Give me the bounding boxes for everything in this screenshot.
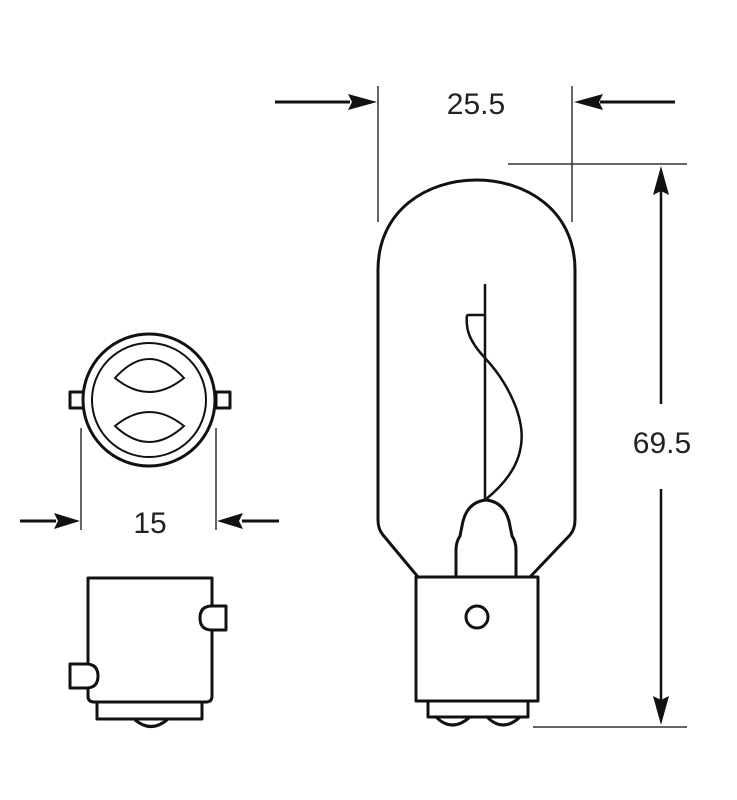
base-side-contact (132, 717, 170, 728)
end-view-outer-ring (81, 332, 217, 468)
arrowhead-base-right-pointing (54, 513, 80, 529)
arrowhead-left-pointing (574, 94, 603, 110)
base-side-bottom-ring (95, 700, 204, 721)
base-bottom-ring (426, 699, 530, 719)
end-view-inner-ring (91, 342, 207, 458)
arrowhead-down-pointing (653, 696, 669, 725)
dimension-overall-length: 69.5 (508, 163, 691, 728)
arrowhead-base-left-pointing (217, 513, 243, 529)
dimension-label-overall-length: 69.5 (633, 427, 691, 460)
base-side-pin-left (68, 662, 100, 690)
base-side-view (68, 576, 228, 728)
filament-coil (465, 313, 523, 502)
dimension-label-bulb-width: 25.5 (447, 88, 505, 121)
end-view-contact-upper (113, 358, 186, 393)
base-side-body (86, 576, 214, 704)
glass-stem (454, 498, 518, 579)
bayonet-pin (464, 604, 490, 630)
contact-right (485, 715, 522, 727)
dimension-label-base-width: 15 (133, 507, 166, 540)
bulb-side-view (376, 178, 577, 727)
end-view-contact-lower (113, 411, 186, 443)
base-end-view (68, 332, 232, 468)
arrowhead-right-pointing (348, 94, 377, 110)
base-side-pin-right (198, 604, 228, 632)
end-view-lug-right (214, 390, 232, 410)
contact-left (434, 715, 472, 727)
bulb-glass-envelope (376, 178, 577, 579)
bulb-base (414, 575, 540, 703)
arrowhead-up-pointing (653, 166, 669, 195)
dimension-bulb-width: 25.5 (275, 86, 675, 222)
dimension-base-width: 15 (20, 428, 279, 540)
